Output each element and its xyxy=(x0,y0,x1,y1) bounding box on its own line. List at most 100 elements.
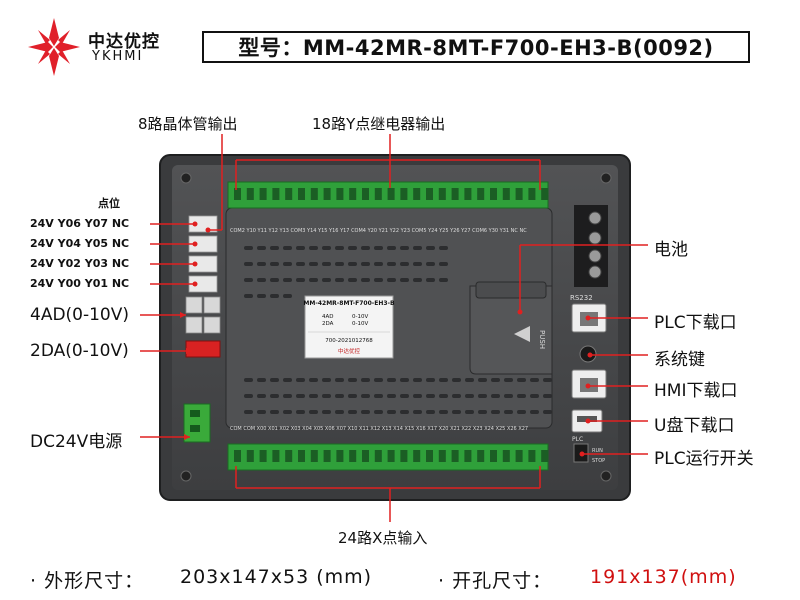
vent-slot xyxy=(335,262,344,266)
terminal-screw-icon xyxy=(426,450,433,462)
device-label-serial: 700-2021012768 xyxy=(325,338,373,344)
label-pin-row: 24V Y00 Y01 NC xyxy=(30,277,130,290)
vent-slot xyxy=(439,394,448,398)
device-label-sticker xyxy=(304,295,394,359)
terminal-screw-icon xyxy=(374,450,382,462)
vent-slot xyxy=(270,410,279,414)
da-connector xyxy=(185,340,221,358)
vent-slot xyxy=(426,410,435,414)
vent-slot xyxy=(257,278,266,282)
vent-slot xyxy=(413,378,422,382)
vent-slot xyxy=(426,378,435,382)
vent-slot xyxy=(374,262,383,266)
vent-slot xyxy=(400,394,409,398)
vent-slot xyxy=(335,410,344,414)
vent-slot xyxy=(452,378,461,382)
outer-size-label: · 外形尺寸： xyxy=(30,570,145,592)
vent-slot xyxy=(400,410,409,414)
vent-slot xyxy=(335,378,344,382)
label-transistor-output: 8路晶体管输出 xyxy=(138,115,238,133)
run-mark: RUN xyxy=(592,448,603,454)
vent-slot xyxy=(491,394,500,398)
terminal-screw-icon xyxy=(246,188,254,200)
label-pin-row: 24V Y06 Y07 NC xyxy=(30,217,130,230)
vent-slot xyxy=(283,294,292,298)
brand-name-cn: 中达优控 xyxy=(88,32,160,52)
vent-slot xyxy=(309,378,318,382)
terminal-screw-icon xyxy=(362,188,369,200)
terminal-screw-icon xyxy=(259,450,267,462)
vent-slot xyxy=(439,278,448,282)
vent-slot xyxy=(322,394,331,398)
vent-slot xyxy=(270,294,279,298)
device-label-row2-b: 0-10V xyxy=(352,321,368,327)
terminal-screw-icon xyxy=(234,450,241,462)
vent-slot xyxy=(283,262,292,266)
vent-slot xyxy=(257,294,266,298)
label-run-switch: PLC运行开关 xyxy=(654,449,754,469)
vent-slot xyxy=(257,246,266,250)
terminal-screw-icon xyxy=(310,188,318,200)
vent-slot xyxy=(530,410,539,414)
screw-icon xyxy=(600,172,612,184)
label-hmi-port: HMI下载口 xyxy=(654,381,738,401)
label-x-input: 24路X点输入 xyxy=(338,529,428,547)
label-pin-title: 点位 xyxy=(98,197,120,210)
vent-slot xyxy=(426,246,435,250)
terminal-screw-icon xyxy=(272,450,280,462)
device-label-row2-a: 2DA xyxy=(322,321,334,327)
vent-slot xyxy=(374,246,383,250)
device-label-title: MM-42MR-8MT-F700-EH3-B xyxy=(303,300,395,307)
vent-slot xyxy=(465,394,474,398)
terminal-screw-icon xyxy=(451,450,459,462)
battery-cover xyxy=(469,285,553,375)
terminal-screw-icon xyxy=(528,188,536,200)
vent-slot xyxy=(296,378,305,382)
terminal-screw-icon xyxy=(349,450,357,462)
terminal-screw-icon xyxy=(298,188,305,200)
device-label-row1-a: 4AD xyxy=(322,314,334,320)
vent-slot xyxy=(348,410,357,414)
vent-slot xyxy=(244,410,253,414)
ad-port xyxy=(203,296,221,314)
bottom-pin-labels: COM COM X00 X01 X02 X03 X04 X05 X06 X07 … xyxy=(230,426,528,432)
terminal-screw-icon xyxy=(451,188,459,200)
label-battery: 电池 xyxy=(654,240,688,260)
vent-slot xyxy=(257,410,266,414)
terminal-screw-icon xyxy=(464,188,472,200)
top-pin-labels: COM2 Y10 Y11 Y12 Y13 COM3 Y14 Y15 Y16 Y1… xyxy=(230,228,527,234)
vent-slot xyxy=(283,378,292,382)
vent-slot xyxy=(413,410,422,414)
vent-slot xyxy=(283,410,292,414)
vent-slot xyxy=(348,394,357,398)
vent-slot xyxy=(413,246,422,250)
terminal-screw-icon xyxy=(387,188,395,200)
vent-slot xyxy=(426,262,435,266)
vent-slot xyxy=(387,278,396,282)
vent-slot xyxy=(504,394,513,398)
vent-slot xyxy=(543,394,552,398)
terminal-screw-icon xyxy=(413,188,421,200)
vent-slot xyxy=(439,410,448,414)
ad-port xyxy=(203,316,221,334)
vent-slot xyxy=(270,378,279,382)
vent-slot xyxy=(413,262,422,266)
terminal-screw-icon xyxy=(246,450,254,462)
vent-slot xyxy=(244,378,253,382)
vent-slot xyxy=(270,262,279,266)
vent-slot xyxy=(348,278,357,282)
label-pin-row: 24V Y02 Y03 NC xyxy=(30,257,130,270)
vent-slot xyxy=(309,394,318,398)
vent-slot xyxy=(504,410,513,414)
vent-slot xyxy=(426,278,435,282)
stop-mark: STOP xyxy=(592,458,605,464)
outer-size-value: 203x147x53 (mm) xyxy=(180,566,373,588)
vent-slot xyxy=(309,262,318,266)
push-text: PUSH xyxy=(538,330,546,349)
terminal-screw-icon xyxy=(588,211,602,225)
vent-slot xyxy=(322,278,331,282)
vent-slot xyxy=(387,246,396,250)
device-label-row1-b: 0-10V xyxy=(352,314,368,320)
vent-slot xyxy=(400,278,409,282)
terminal-screw-icon xyxy=(323,450,331,462)
